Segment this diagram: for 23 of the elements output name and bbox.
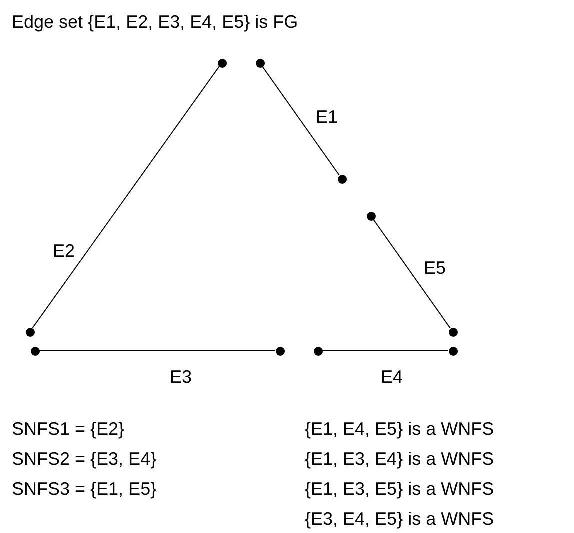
- set-statement: {E1, E3, E4} is a WNFS: [305, 449, 494, 469]
- graph-edge: [32, 66, 220, 329]
- set-statement: {E3, E4, E5} is a WNFS: [305, 509, 494, 529]
- vertex-dot: [314, 346, 322, 356]
- vertex-dot: [448, 328, 458, 336]
- graph-edge: [373, 219, 451, 329]
- graph-edge: [322, 350, 449, 352]
- set-statement: {E1, E3, E5} is a WNFS: [305, 479, 494, 499]
- vertex-dot: [448, 346, 458, 356]
- graph-edge: [262, 66, 340, 176]
- set-definition: SNFS3 = {E1, E5}: [12, 479, 157, 499]
- graph-edge: [39, 350, 276, 352]
- vertex-dot: [338, 174, 346, 184]
- vertex-dot: [30, 346, 40, 356]
- title: Edge set {E1, E2, E3, E4, E5} is FG: [12, 12, 298, 32]
- vertex-dot: [218, 58, 226, 68]
- vertex-dot: [366, 212, 376, 220]
- set-statement: {E1, E4, E5} is a WNFS: [305, 419, 494, 439]
- vertex-dot: [256, 58, 264, 68]
- set-definition: SNFS1 = {E2}: [12, 419, 125, 439]
- set-definition: SNFS2 = {E3, E4}: [12, 449, 157, 469]
- vertex-dot: [26, 328, 34, 336]
- vertex-dot: [276, 346, 284, 356]
